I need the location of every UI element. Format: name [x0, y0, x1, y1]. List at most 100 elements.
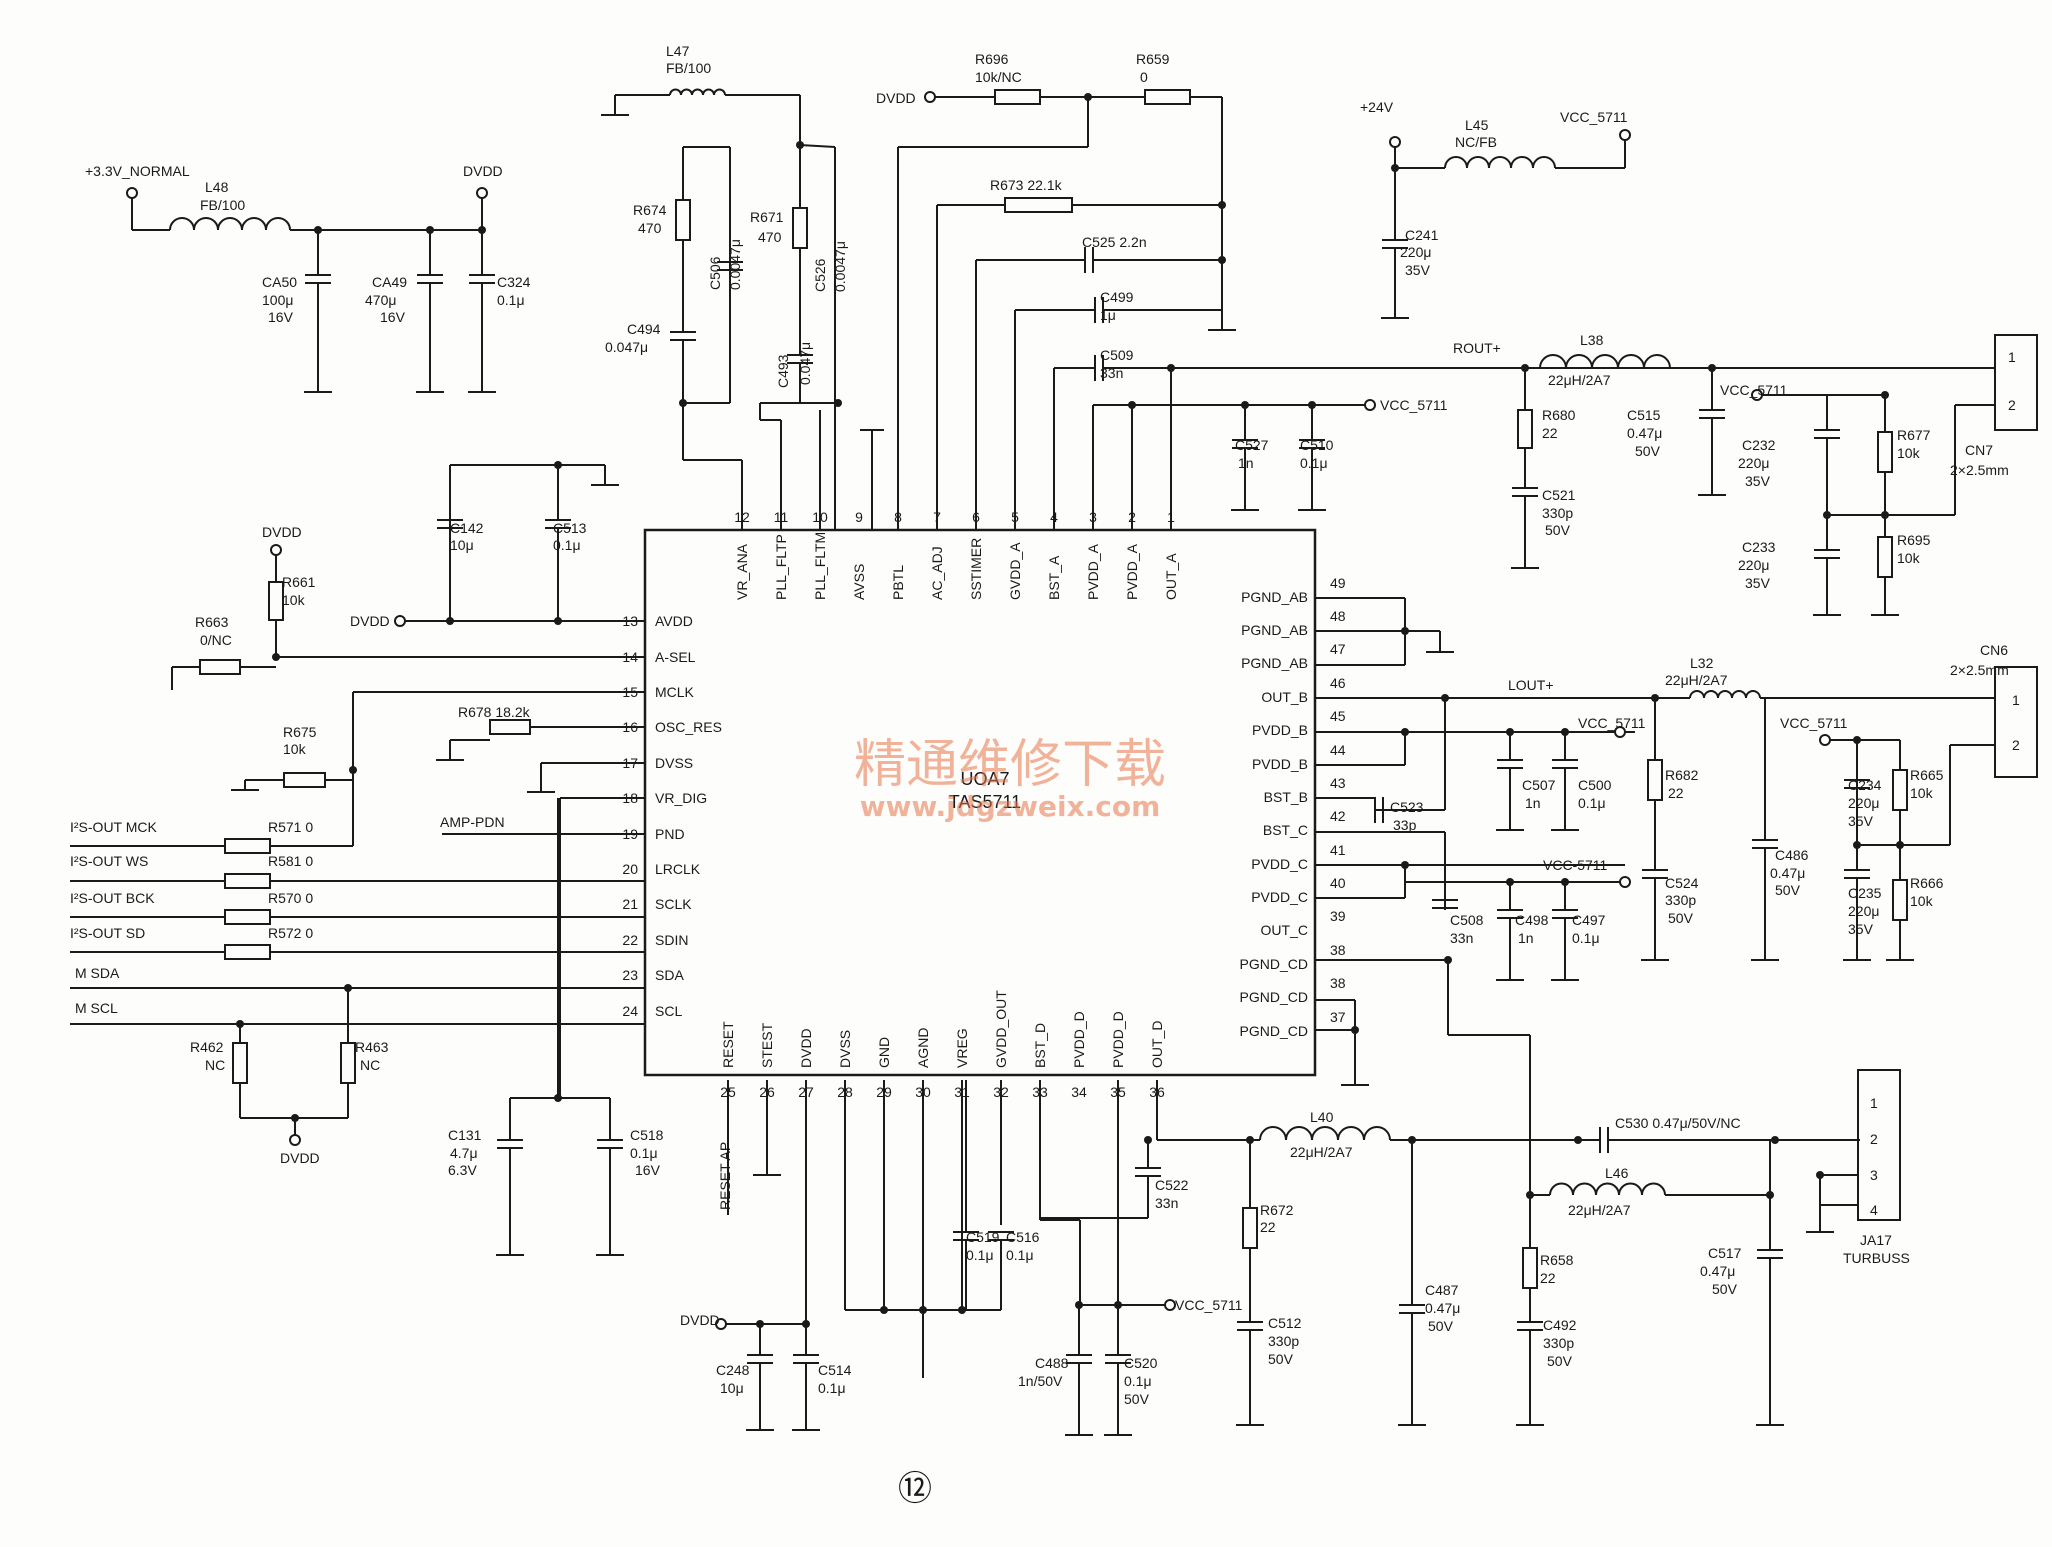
junction-dot — [236, 1020, 244, 1028]
component-label: 22 — [1542, 425, 1558, 441]
pin-number: 45 — [1330, 708, 1346, 724]
pin-name: PLL_FLTM — [812, 532, 828, 600]
component-label: C492 — [1543, 1317, 1577, 1333]
component-label: 50V — [1428, 1318, 1454, 1334]
component-label: C521 — [1542, 487, 1576, 503]
component-label: 330p — [1543, 1335, 1574, 1351]
component-label: C527 — [1235, 437, 1269, 453]
component-label: C500 — [1578, 777, 1612, 793]
pin-number: 25 — [720, 1084, 736, 1100]
component-label: VCC_5711 — [1560, 109, 1628, 125]
pin-name: MCLK — [655, 684, 695, 700]
component-label: R671 — [750, 209, 784, 225]
junction-dot — [796, 141, 804, 149]
terminal — [126, 187, 138, 199]
component-label: R661 — [282, 574, 316, 590]
connector-ja17 — [1857, 1069, 1901, 1221]
pin-name: BST_D — [1032, 1023, 1048, 1068]
resistor — [1242, 1207, 1258, 1249]
component-label: R675 — [283, 724, 317, 740]
component-label: NC — [205, 1057, 225, 1073]
pin-number: 1 — [1167, 509, 1175, 525]
pin-name: PVDD_A — [1085, 543, 1101, 600]
component-label: 1 — [2012, 692, 2020, 708]
component-label: 1n — [1525, 795, 1541, 811]
component-label: R677 — [1897, 427, 1931, 443]
pin-number: 5 — [1011, 509, 1019, 525]
component-label: L47 — [666, 43, 690, 59]
component-label: 0.1μ — [1572, 930, 1600, 946]
inductor — [669, 88, 726, 96]
junction-dot — [1144, 1136, 1152, 1144]
component-label: C520 — [1124, 1355, 1158, 1371]
component-label: I²S-OUT BCK — [70, 890, 155, 906]
terminal — [270, 544, 282, 556]
resistor — [283, 772, 326, 788]
component-label: NC — [360, 1057, 380, 1073]
component-label: 2×2.5mm — [1950, 662, 2009, 678]
component-label: 35V — [1848, 813, 1874, 829]
terminal — [289, 1134, 301, 1146]
component-label: C131 — [448, 1127, 482, 1143]
pin-number: 24 — [622, 1003, 638, 1019]
junction-dot — [1506, 728, 1514, 736]
component-label: RESET AP — [717, 1142, 733, 1210]
junction-dot — [1881, 391, 1889, 399]
component-label: 100μ — [262, 292, 293, 308]
pin-number: 18 — [622, 790, 638, 806]
junction-dot — [1823, 511, 1831, 519]
component-label: C486 — [1775, 847, 1809, 863]
component-label: 35V — [1405, 262, 1431, 278]
component-label: 220μ — [1400, 244, 1431, 260]
component-label: C526 — [812, 258, 828, 292]
pin-number: 7 — [933, 509, 941, 525]
component-label: 50V — [1268, 1351, 1294, 1367]
terminal — [1164, 1299, 1176, 1311]
pin-name: PVDD_C — [1251, 856, 1308, 872]
resistor — [1892, 879, 1908, 921]
junction-dot — [554, 461, 562, 469]
pin-name: OUT_C — [1261, 922, 1308, 938]
junction-dot — [1075, 1301, 1083, 1309]
component-label: C512 — [1268, 1315, 1302, 1331]
pin-name: OSC_RES — [655, 719, 722, 735]
pin-name: RESET — [720, 1021, 736, 1068]
pin-number: 28 — [837, 1084, 853, 1100]
component-label: 470 — [758, 229, 782, 245]
component-label: C506 — [707, 256, 723, 290]
component-label: 0.0047μ — [727, 239, 743, 290]
inductor — [1549, 1182, 1666, 1196]
component-label: VCC_5711 — [1720, 382, 1788, 398]
pin-number: 38 — [1330, 975, 1346, 991]
component-label: 2 — [2012, 737, 2020, 753]
component-label: 50V — [1668, 910, 1694, 926]
component-label: C523 — [1390, 799, 1424, 815]
component-label: DVDD — [680, 1312, 720, 1328]
pin-number: 20 — [622, 861, 638, 877]
component-label: 0.1μ — [497, 292, 525, 308]
pin-number: 47 — [1330, 641, 1346, 657]
junction-dot — [880, 1306, 888, 1314]
pin-number: 34 — [1071, 1084, 1087, 1100]
pin-name: PGND_AB — [1241, 622, 1308, 638]
terminal — [1619, 876, 1631, 888]
pin-number: 22 — [622, 932, 638, 948]
component-label: C241 — [1405, 227, 1439, 243]
pin-number: 12 — [734, 509, 750, 525]
component-label: 16V — [380, 309, 406, 325]
component-label: JA17 — [1860, 1232, 1892, 1248]
junction-dot — [1766, 1191, 1774, 1199]
pin-number: 4 — [1050, 509, 1058, 525]
component-label: I²S-OUT MCK — [70, 819, 158, 835]
junction-dot — [919, 1306, 927, 1314]
component-label: R572 0 — [268, 925, 313, 941]
component-label: 50V — [1712, 1281, 1738, 1297]
component-label: 0/NC — [200, 632, 232, 648]
pin-number: 41 — [1330, 842, 1346, 858]
component-label: 10k — [1910, 893, 1934, 909]
component-label: R462 — [190, 1039, 224, 1055]
junction-dot — [349, 766, 357, 774]
pin-name: PGND_AB — [1241, 589, 1308, 605]
pin-number: 42 — [1330, 808, 1346, 824]
